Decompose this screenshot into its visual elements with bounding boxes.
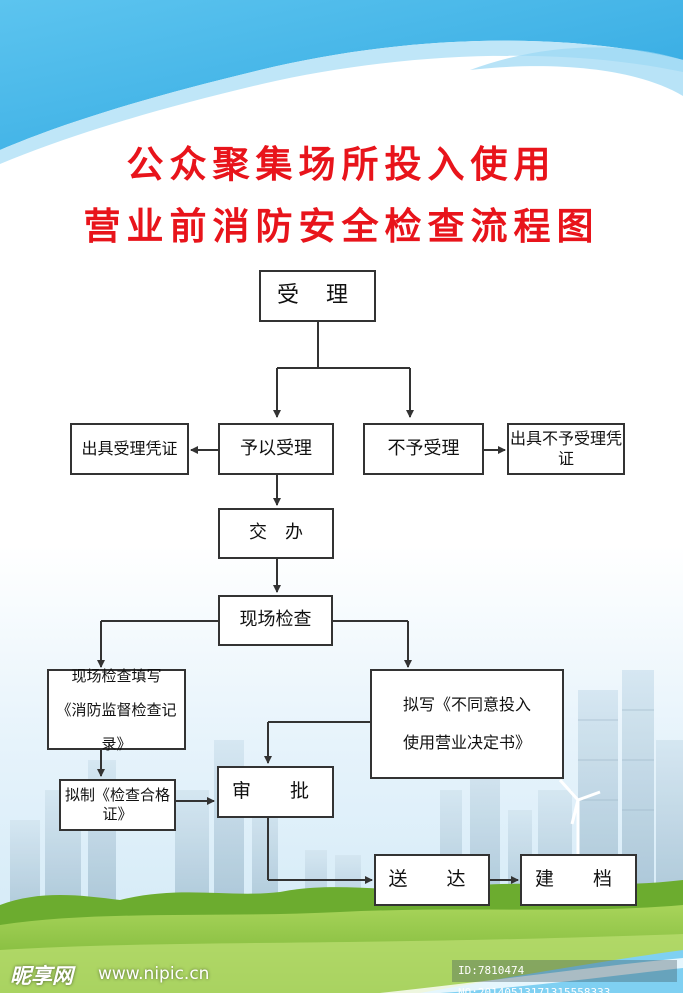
node-draft-certificate: 拟制《检查合格证》 xyxy=(59,779,176,831)
draft-disagree-line-1: 拟写《不同意投入 xyxy=(402,695,531,714)
node-deliver: 送 达 xyxy=(374,854,490,906)
node-assign: 交 办 xyxy=(218,508,334,559)
node-inspect: 现场检查 xyxy=(218,595,333,646)
node-fill-record: 现场检查填写 《消防监督检查记录》 xyxy=(47,667,186,753)
draft-disagree-line-2: 使用营业决定书》 xyxy=(402,733,531,752)
node-issue-non-receipt: 出具不予受理凭证 xyxy=(507,423,625,475)
node-approve: 审 批 xyxy=(217,766,334,818)
node-issue-receipt: 出具受理凭证 xyxy=(70,423,189,475)
node-accept-no: 不予受理 xyxy=(363,423,484,475)
watermark-brand: 昵享网 xyxy=(10,964,73,988)
fill-record-line-1: 现场检查填写 xyxy=(71,666,162,685)
title-line-1: 公众聚集场所投入使用 xyxy=(126,142,557,186)
title-line-2: 营业前消防安全检查流程图 xyxy=(83,204,600,248)
node-accept: 受 理 xyxy=(259,270,376,322)
node-accept-yes: 予以受理 xyxy=(218,423,334,475)
watermark-url: www.nipic.cn xyxy=(98,964,210,984)
node-archive: 建 档 xyxy=(520,854,637,906)
watermark-id: ID:7810474 NO:20140513171315558333 xyxy=(452,960,677,999)
fill-record-line-2: 《消防监督检查记录》 xyxy=(56,700,177,753)
node-draft-disagree: 拟写《不同意投入 使用营业决定书》 xyxy=(370,669,564,779)
